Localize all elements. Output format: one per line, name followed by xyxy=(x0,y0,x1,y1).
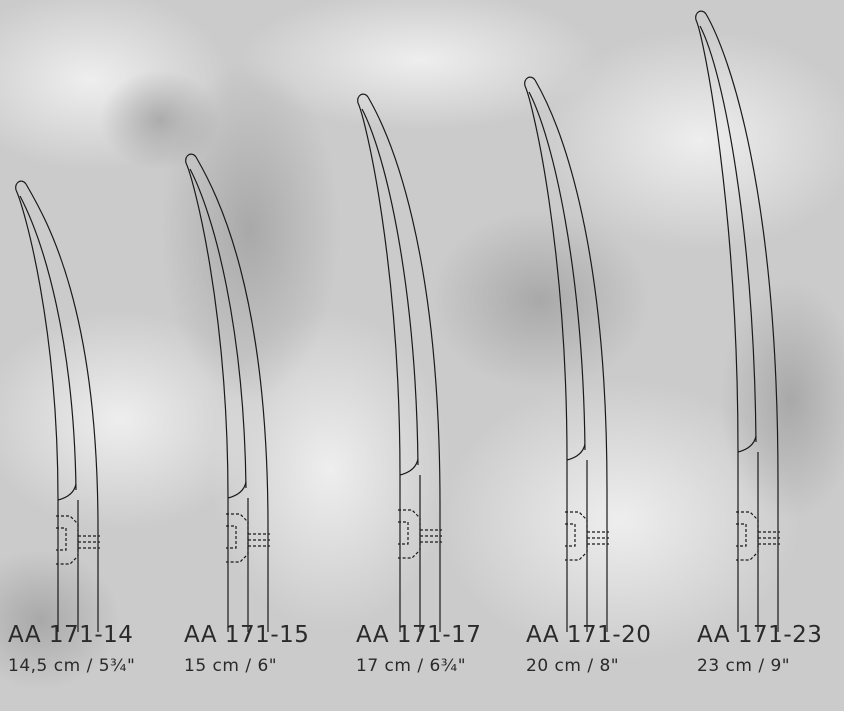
box-joint xyxy=(565,511,609,561)
blade-left-edge xyxy=(695,19,739,632)
blade-right-edge xyxy=(195,156,269,632)
blade-tip xyxy=(15,180,27,191)
code-label-aa-171-23: AA 171-23 xyxy=(697,622,823,648)
instrument-1 xyxy=(185,153,270,632)
blade-tip xyxy=(695,10,707,21)
size-label-aa-171-20: 20 cm / 8" xyxy=(526,656,620,676)
jaw-heel xyxy=(566,443,586,461)
box-joint-line xyxy=(56,515,79,565)
inner-blade-curve xyxy=(528,91,586,451)
box-joint-line xyxy=(226,525,237,549)
blade-right-edge xyxy=(534,79,608,632)
blade-tip xyxy=(185,153,197,164)
blade-left-edge xyxy=(15,189,59,632)
blade-tip xyxy=(357,93,369,104)
box-joint-line xyxy=(565,511,588,561)
size-label-aa-171-23: 23 cm / 9" xyxy=(697,656,791,676)
box-joint-line xyxy=(398,521,409,545)
box-joint-line xyxy=(736,511,759,561)
box-joint-line xyxy=(565,523,576,547)
blade-left-edge xyxy=(185,162,229,632)
blade-right-edge xyxy=(25,183,99,632)
inner-blade-curve xyxy=(699,25,757,443)
box-joint xyxy=(398,509,442,559)
instrument-0 xyxy=(15,180,100,632)
size-label-aa-171-15: 15 cm / 6" xyxy=(184,656,278,676)
blade-tip xyxy=(524,76,536,87)
box-joint xyxy=(226,513,270,563)
code-label-aa-171-15: AA 171-15 xyxy=(184,622,310,648)
blade-left-edge xyxy=(524,85,568,632)
box-joint-line xyxy=(56,527,67,551)
blade-left-edge xyxy=(357,102,401,632)
blade-right-edge xyxy=(367,96,441,632)
blade-right-edge xyxy=(705,13,779,632)
code-label-aa-171-17: AA 171-17 xyxy=(356,622,482,648)
jaw-heel xyxy=(57,483,77,501)
box-joint xyxy=(56,515,100,565)
instrument-4 xyxy=(695,10,780,632)
instrument-3 xyxy=(524,76,609,632)
inner-blade-curve xyxy=(19,195,77,491)
box-joint-line xyxy=(398,509,421,559)
code-label-aa-171-14: AA 171-14 xyxy=(8,622,134,648)
size-label-aa-171-14: 14,5 cm / 5¾" xyxy=(8,656,136,676)
inner-blade-curve xyxy=(361,108,419,466)
inner-blade-curve xyxy=(189,168,247,489)
box-joint xyxy=(736,511,780,561)
instrument-2 xyxy=(357,93,442,632)
jaw-heel xyxy=(737,435,757,453)
size-label-aa-171-17: 17 cm / 6¾" xyxy=(356,656,467,676)
code-label-aa-171-20: AA 171-20 xyxy=(526,622,652,648)
box-joint-line xyxy=(736,523,747,547)
box-joint-line xyxy=(226,513,249,563)
jaw-heel xyxy=(227,481,247,499)
jaw-heel xyxy=(399,458,419,476)
